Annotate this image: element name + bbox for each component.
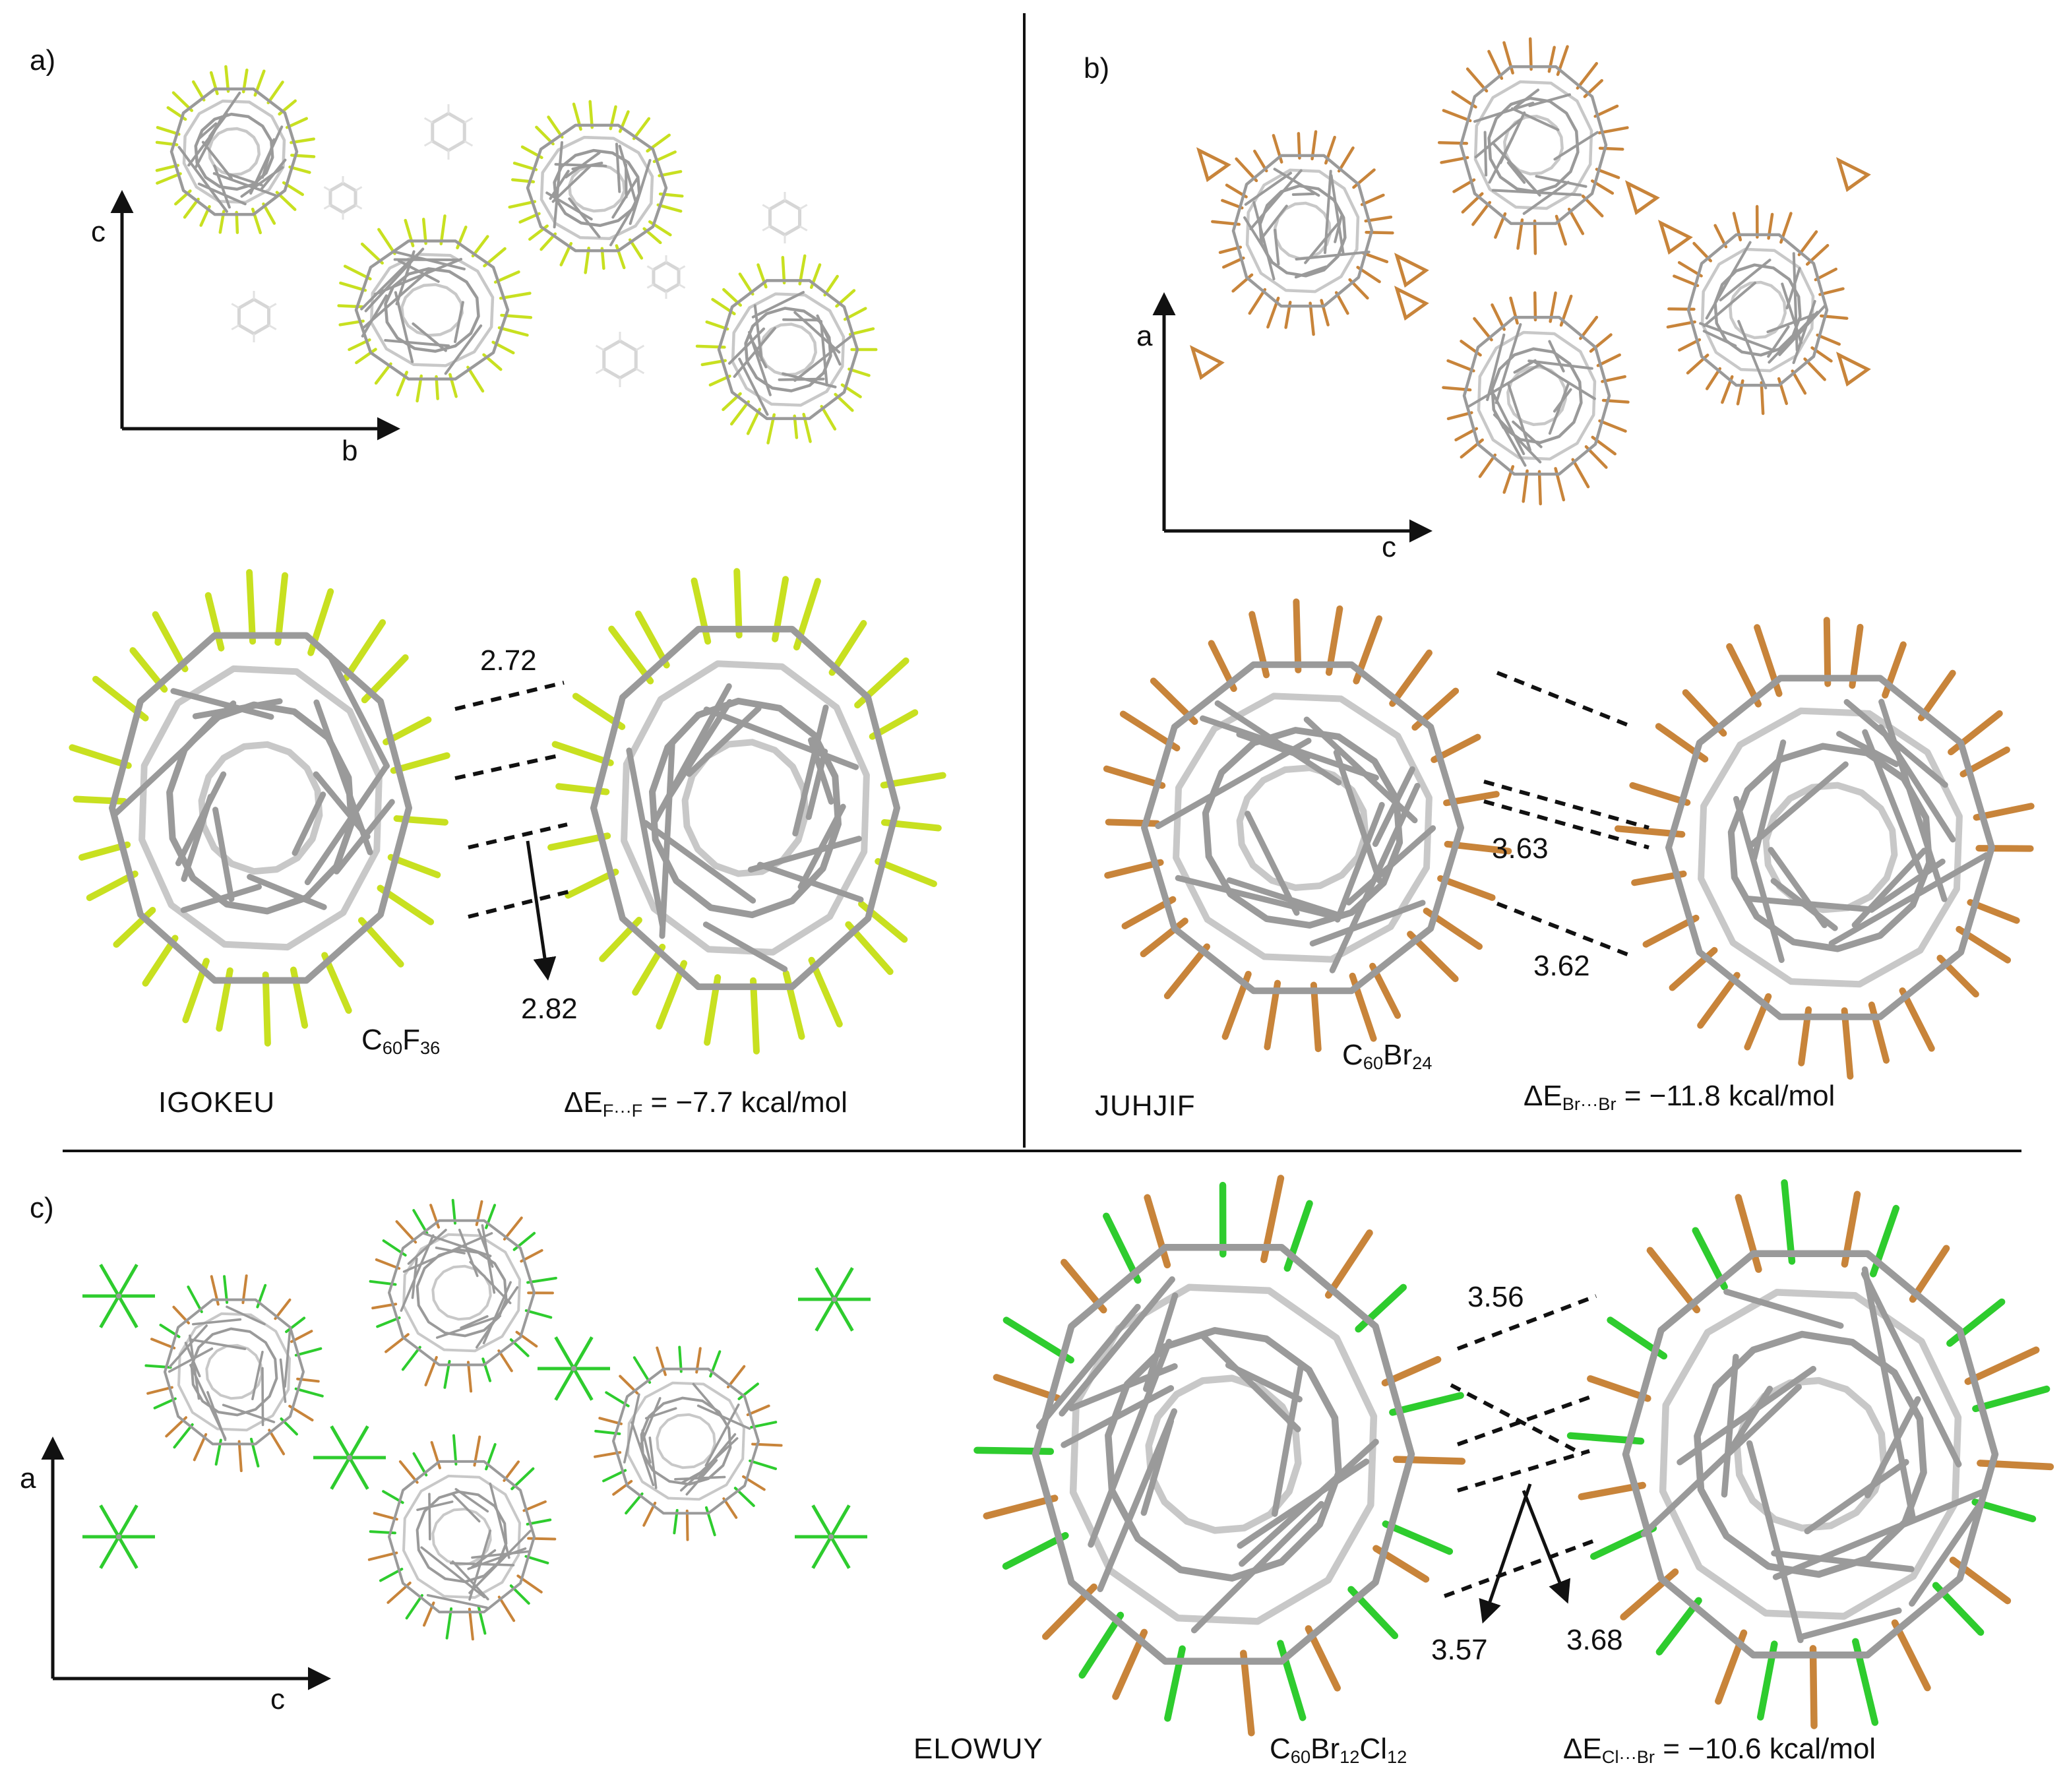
contact-b-1 [1496, 671, 1630, 727]
energy-b: ΔEBr···Br = −11.8 kcal/mol [1524, 1080, 1835, 1114]
packing-a-toluene-5 [323, 176, 363, 220]
contact-a-1 [454, 681, 565, 711]
packing-b-cage-3 [1442, 291, 1630, 506]
dimer-b-right [1614, 617, 2035, 1080]
packing-a-toluene-2 [231, 291, 277, 342]
axis-label-a-horizontal: b [342, 435, 358, 467]
contacts-c [1443, 1294, 1597, 1598]
packing-c-cage-2 [369, 1198, 557, 1393]
axes-a [110, 190, 400, 441]
contacts-b [1483, 671, 1649, 958]
distance-b-1: 3.63 [1492, 832, 1549, 865]
dimer-a-right [547, 568, 946, 1055]
contact-c-1 [1456, 1294, 1597, 1351]
packing-c-cage-1 [144, 1274, 324, 1472]
distance-c-1: 3.56 [1467, 1281, 1524, 1313]
contacts-a [454, 681, 574, 919]
axis-label-c-vertical: a [20, 1462, 36, 1495]
packing-c-cage-4 [594, 1345, 783, 1541]
packing-b-cage-2 [1437, 37, 1629, 255]
packing-b-br2-7 [1835, 352, 1871, 387]
packing-a-toluene-6 [646, 255, 686, 299]
distance-c-3: 3.68 [1566, 1624, 1623, 1656]
panel-label-a: a) [30, 44, 56, 77]
distance-a-2: 2.82 [521, 993, 578, 1025]
dimer-a-left [69, 569, 450, 1047]
axis-label-a-vertical: c [91, 216, 106, 248]
arrow-c-368 [1522, 1490, 1571, 1604]
axis-label-b-horizontal: c [1382, 531, 1396, 563]
packing-c-solvent-6 [795, 1504, 867, 1569]
packing-b-br2-3 [1394, 286, 1429, 321]
distance-b-2: 3.62 [1533, 950, 1590, 982]
packing-c-solvent-1 [82, 1264, 155, 1328]
refcode-b: JUHJIF [1095, 1090, 1196, 1122]
packing-b-cage-4 [1666, 204, 1849, 416]
molecule-layer [69, 37, 2054, 1737]
refcode-a: IGOKEU [158, 1086, 276, 1119]
packing-c-cage-3 [367, 1434, 557, 1641]
packing-b-br2-5 [1657, 220, 1693, 255]
packing-b-cage-1 [1211, 130, 1394, 336]
distance-c-2: 3.57 [1431, 1634, 1488, 1666]
packing-a-cage-2 [337, 214, 533, 403]
packing-c-solvent-5 [798, 1267, 871, 1332]
axis-label-b-vertical: a [1136, 320, 1153, 352]
packing-b-br2-1 [1196, 147, 1231, 183]
formula-a: C60F36 [361, 1024, 441, 1058]
packing-a-cage-1 [155, 65, 316, 235]
formula-b: C60Br24 [1342, 1039, 1433, 1073]
dimer-b-left [1103, 598, 1512, 1053]
axes-c [41, 1437, 331, 1690]
energy-c: ΔECl···Br = −10.6 kcal/mol [1563, 1733, 1876, 1767]
dimer-c-left [973, 1175, 1466, 1737]
panel-dividers [63, 13, 2021, 1152]
packing-c-solvent-4 [538, 1336, 610, 1401]
contact-b-4 [1496, 902, 1634, 958]
arrow-a-282 [526, 840, 557, 981]
contact-b-2 [1483, 780, 1649, 830]
panel-label-c: c) [30, 1192, 54, 1224]
contact-b-3 [1483, 799, 1649, 850]
packing-b-br2-2 [1189, 345, 1225, 381]
arrow-c-357 [1479, 1483, 1532, 1624]
packing-a-toluene-3 [595, 332, 645, 387]
packing-a-cage-4 [695, 254, 878, 445]
contact-c-2 [1456, 1393, 1597, 1446]
packing-b-br2-4 [1624, 180, 1660, 216]
panel-label-b: b) [1084, 52, 1110, 84]
packing-b-br2-6 [1835, 157, 1871, 193]
packing-c-solvent-3 [313, 1425, 386, 1490]
energy-a: ΔEF···F = −7.7 kcal/mol [564, 1086, 848, 1121]
contact-c-3 [1457, 1449, 1590, 1493]
packing-a-toluene-4 [762, 192, 808, 243]
packing-c-solvent-2 [82, 1504, 155, 1569]
contact-a-4 [468, 888, 574, 919]
packing-a-toluene-1 [423, 104, 474, 160]
packing-a-cage-3 [508, 100, 684, 274]
dimer-c-right [1566, 1179, 2054, 1729]
contact-c-4 [1450, 1383, 1584, 1456]
contact-c-5 [1443, 1538, 1597, 1598]
formula-c: C60Br12Cl12 [1270, 1733, 1407, 1767]
axis-label-c-horizontal: c [270, 1683, 285, 1715]
refcode-c: ELOWUY [913, 1733, 1043, 1765]
distance-a-1: 2.72 [480, 644, 537, 677]
axes-b [1152, 292, 1433, 543]
contact-a-2 [454, 753, 561, 780]
packing-b-br2-8 [1394, 253, 1429, 288]
